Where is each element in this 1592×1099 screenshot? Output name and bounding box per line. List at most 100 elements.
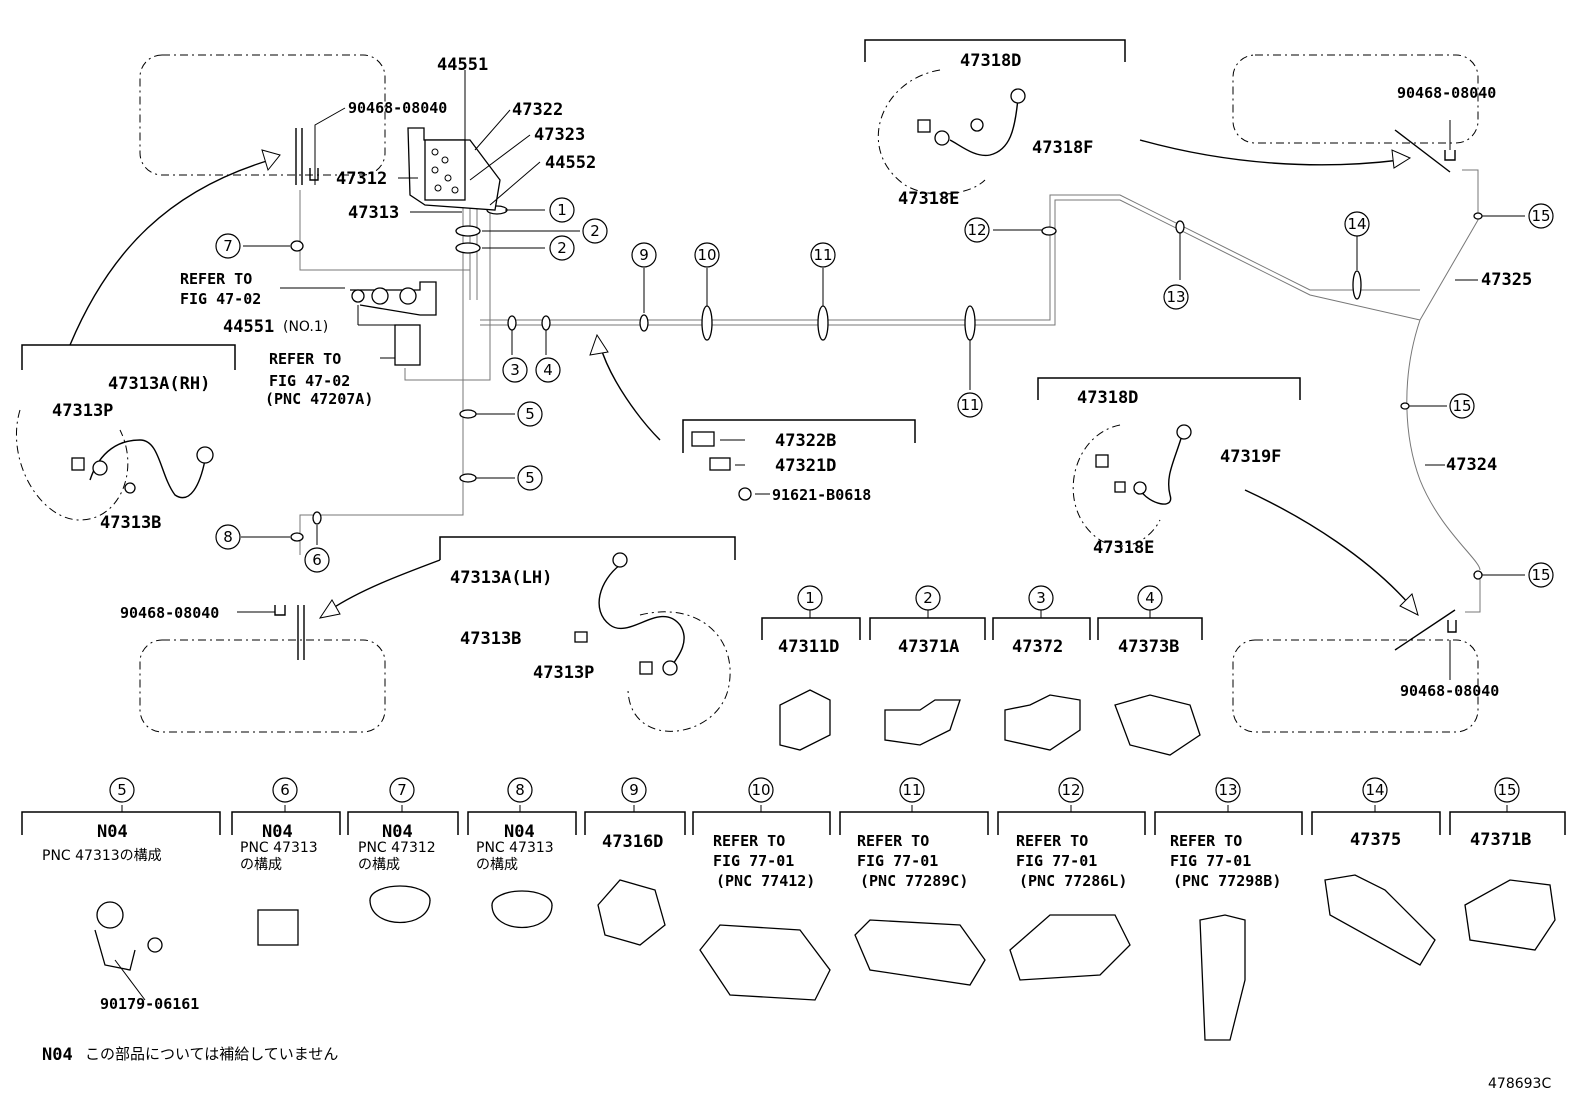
callout-number: 2 xyxy=(557,239,567,257)
label-47312: 47312 xyxy=(336,169,387,189)
callout-circle xyxy=(748,777,774,803)
callout-number: 8 xyxy=(515,781,525,799)
wheel-area-rear-right xyxy=(1232,639,1479,733)
label-90468-top-right: 90468-08040 xyxy=(1397,84,1496,102)
legend-bottom-labels: N04 PNC 47313の構成 90179-06161 N04 PNC 473… xyxy=(42,822,1531,1013)
legend-part-1: 47311D xyxy=(778,637,839,657)
callout-number: 6 xyxy=(312,551,322,569)
legend-part-4: 47373B xyxy=(1118,637,1179,657)
callout-number: 12 xyxy=(967,221,986,239)
legend-sub-5: 90179-06161 xyxy=(100,995,199,1013)
legend-r1-11: REFER TO xyxy=(857,832,929,850)
label-47313P-rh: 47313P xyxy=(52,401,113,421)
arrow-head-icon xyxy=(589,333,609,356)
callout-circle xyxy=(549,197,575,223)
bracket-rear-right xyxy=(1037,377,1301,400)
callout-number: 10 xyxy=(697,246,716,264)
callout-circle xyxy=(215,524,241,550)
callout-number: 4 xyxy=(1145,589,1155,607)
callout-circle xyxy=(964,217,990,243)
label-refer-to-2a: REFER TO xyxy=(269,350,341,368)
legend-r1-12: REFER TO xyxy=(1016,832,1088,850)
flex-hose-fr xyxy=(949,97,1019,157)
callout-number: 3 xyxy=(510,361,520,379)
legend-r3-11: (PNC 77289C) xyxy=(860,872,968,890)
callout-circle xyxy=(957,392,983,418)
label-47313B-rh: 47313B xyxy=(100,513,161,533)
callout-circle xyxy=(582,218,608,244)
callout-number: 2 xyxy=(590,222,600,240)
callout-number: 1 xyxy=(805,589,815,607)
label-47322B: 47322B xyxy=(775,431,836,451)
detail-circle xyxy=(15,409,129,521)
callout-circle xyxy=(621,777,647,803)
callout-number: 8 xyxy=(223,528,233,546)
legend-r3-12: (PNC 77286L) xyxy=(1019,872,1127,890)
callout-circle xyxy=(1449,393,1475,419)
callout-circle xyxy=(215,233,241,259)
callout-circle xyxy=(389,777,415,803)
callout-number: 15 xyxy=(1531,207,1550,225)
callout-circle xyxy=(1528,203,1554,229)
callout-circle xyxy=(1528,562,1554,588)
callout-circle xyxy=(549,235,575,261)
callout-circle xyxy=(1215,777,1241,803)
legend-r2-10: FIG 77-01 xyxy=(713,852,794,870)
legend-r3-13: (PNC 77298B) xyxy=(1173,872,1281,890)
legend-bottom-part-icons xyxy=(94,874,1556,1041)
legend-top-brackets xyxy=(761,610,1203,640)
callout-circle xyxy=(1058,777,1084,803)
clip-icons xyxy=(274,128,1457,660)
arrow-head-icon xyxy=(1399,593,1419,616)
flex-hose-lh xyxy=(598,564,685,669)
label-91621-B0618: 91621-B0618 xyxy=(772,486,871,504)
callout-circle xyxy=(631,242,657,268)
detail-circle xyxy=(627,611,731,732)
callout-number: 2 xyxy=(923,589,933,607)
callout-number: 11 xyxy=(813,246,832,264)
bracket-rh-front xyxy=(21,344,236,370)
callout-circle xyxy=(899,777,925,803)
arrow-curve-front-left xyxy=(69,159,271,346)
legend-code-7: N04 xyxy=(382,822,413,842)
callout-circle xyxy=(1028,585,1054,611)
legend-r3-10: (PNC 77412) xyxy=(716,872,815,890)
wheel-area-rear-left xyxy=(139,639,386,733)
label-44551-no1-suffix: (NO.1) xyxy=(283,319,328,335)
footnote-text: この部品については補給していません xyxy=(85,1045,338,1063)
legend-r1-13: REFER TO xyxy=(1170,832,1242,850)
legend-desc1-7: PNC 47312 xyxy=(358,840,436,856)
label-47318E-top: 47318E xyxy=(898,189,959,209)
callout-number: 5 xyxy=(525,469,535,487)
legend-code-5: N04 xyxy=(97,822,128,842)
label-47321D: 47321D xyxy=(775,456,836,476)
arrow-curve-rear-right xyxy=(1244,489,1411,606)
bracket-lh-rear xyxy=(439,536,736,560)
callout-circle xyxy=(517,401,543,427)
label-47323: 47323 xyxy=(534,125,585,145)
leader-lines xyxy=(237,70,1525,680)
arrow-curve-mid xyxy=(599,344,661,441)
legend-desc-5: PNC 47313の構成 xyxy=(42,848,162,864)
legend-r2-13: FIG 77-01 xyxy=(1170,852,1251,870)
callout-circle xyxy=(1137,585,1163,611)
label-44551-no1: 44551 xyxy=(223,317,274,337)
callout-circle xyxy=(694,242,720,268)
legend-top-part-icons xyxy=(779,689,1201,756)
callout-circle xyxy=(272,777,298,803)
callout-circle xyxy=(810,242,836,268)
callout-number: 15 xyxy=(1531,566,1550,584)
callout-circle xyxy=(797,585,823,611)
legend-r2-11: FIG 77-01 xyxy=(857,852,938,870)
legend-desc1-6: PNC 47313 xyxy=(240,840,318,856)
legend-part-15: 47371B xyxy=(1470,830,1531,850)
legend-code-8: N04 xyxy=(504,822,535,842)
callout-number: 13 xyxy=(1218,781,1237,799)
detail-circle xyxy=(1072,424,1161,547)
label-47319F: 47319F xyxy=(1220,447,1281,467)
label-47313P-lh: 47313P xyxy=(533,663,594,683)
label-90468-bottom-left: 90468-08040 xyxy=(120,604,219,622)
label-44552: 44552 xyxy=(545,153,596,173)
callout-circle xyxy=(1344,211,1370,237)
